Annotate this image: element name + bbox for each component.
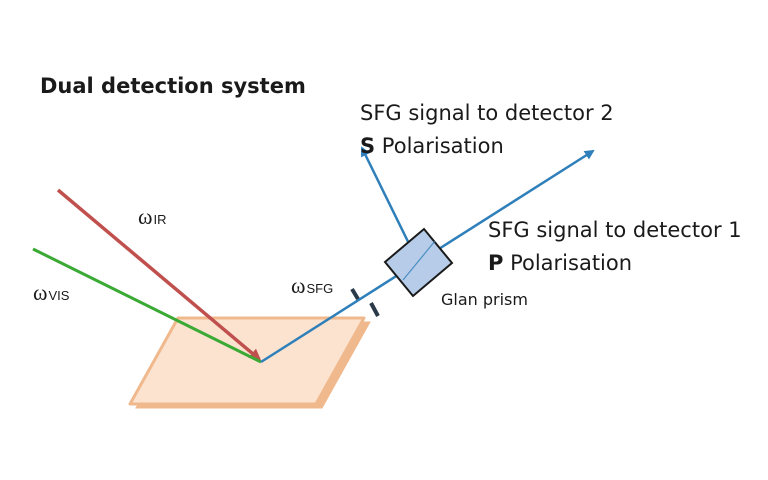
glan-prism <box>383 227 454 298</box>
glan-prism-label: Glan prism <box>441 290 528 309</box>
sample-plate <box>128 316 371 409</box>
s-polarisation-label: S Polarisation <box>360 134 504 158</box>
aperture-slit <box>350 287 380 317</box>
omega-vis-label: ωVIS <box>33 280 70 305</box>
omega-ir-label: ωIR <box>138 204 166 229</box>
omega-sfg-label: ωSFG <box>291 273 333 298</box>
p-polarisation-label: P Polarisation <box>488 251 632 275</box>
detector2-label: SFG signal to detector 2 <box>360 101 614 125</box>
detector1-label: SFG signal to detector 1 <box>488 218 742 242</box>
ir-beam <box>56 188 262 361</box>
vis-beam <box>32 247 262 364</box>
diagram-title: Dual detection system <box>40 74 306 98</box>
